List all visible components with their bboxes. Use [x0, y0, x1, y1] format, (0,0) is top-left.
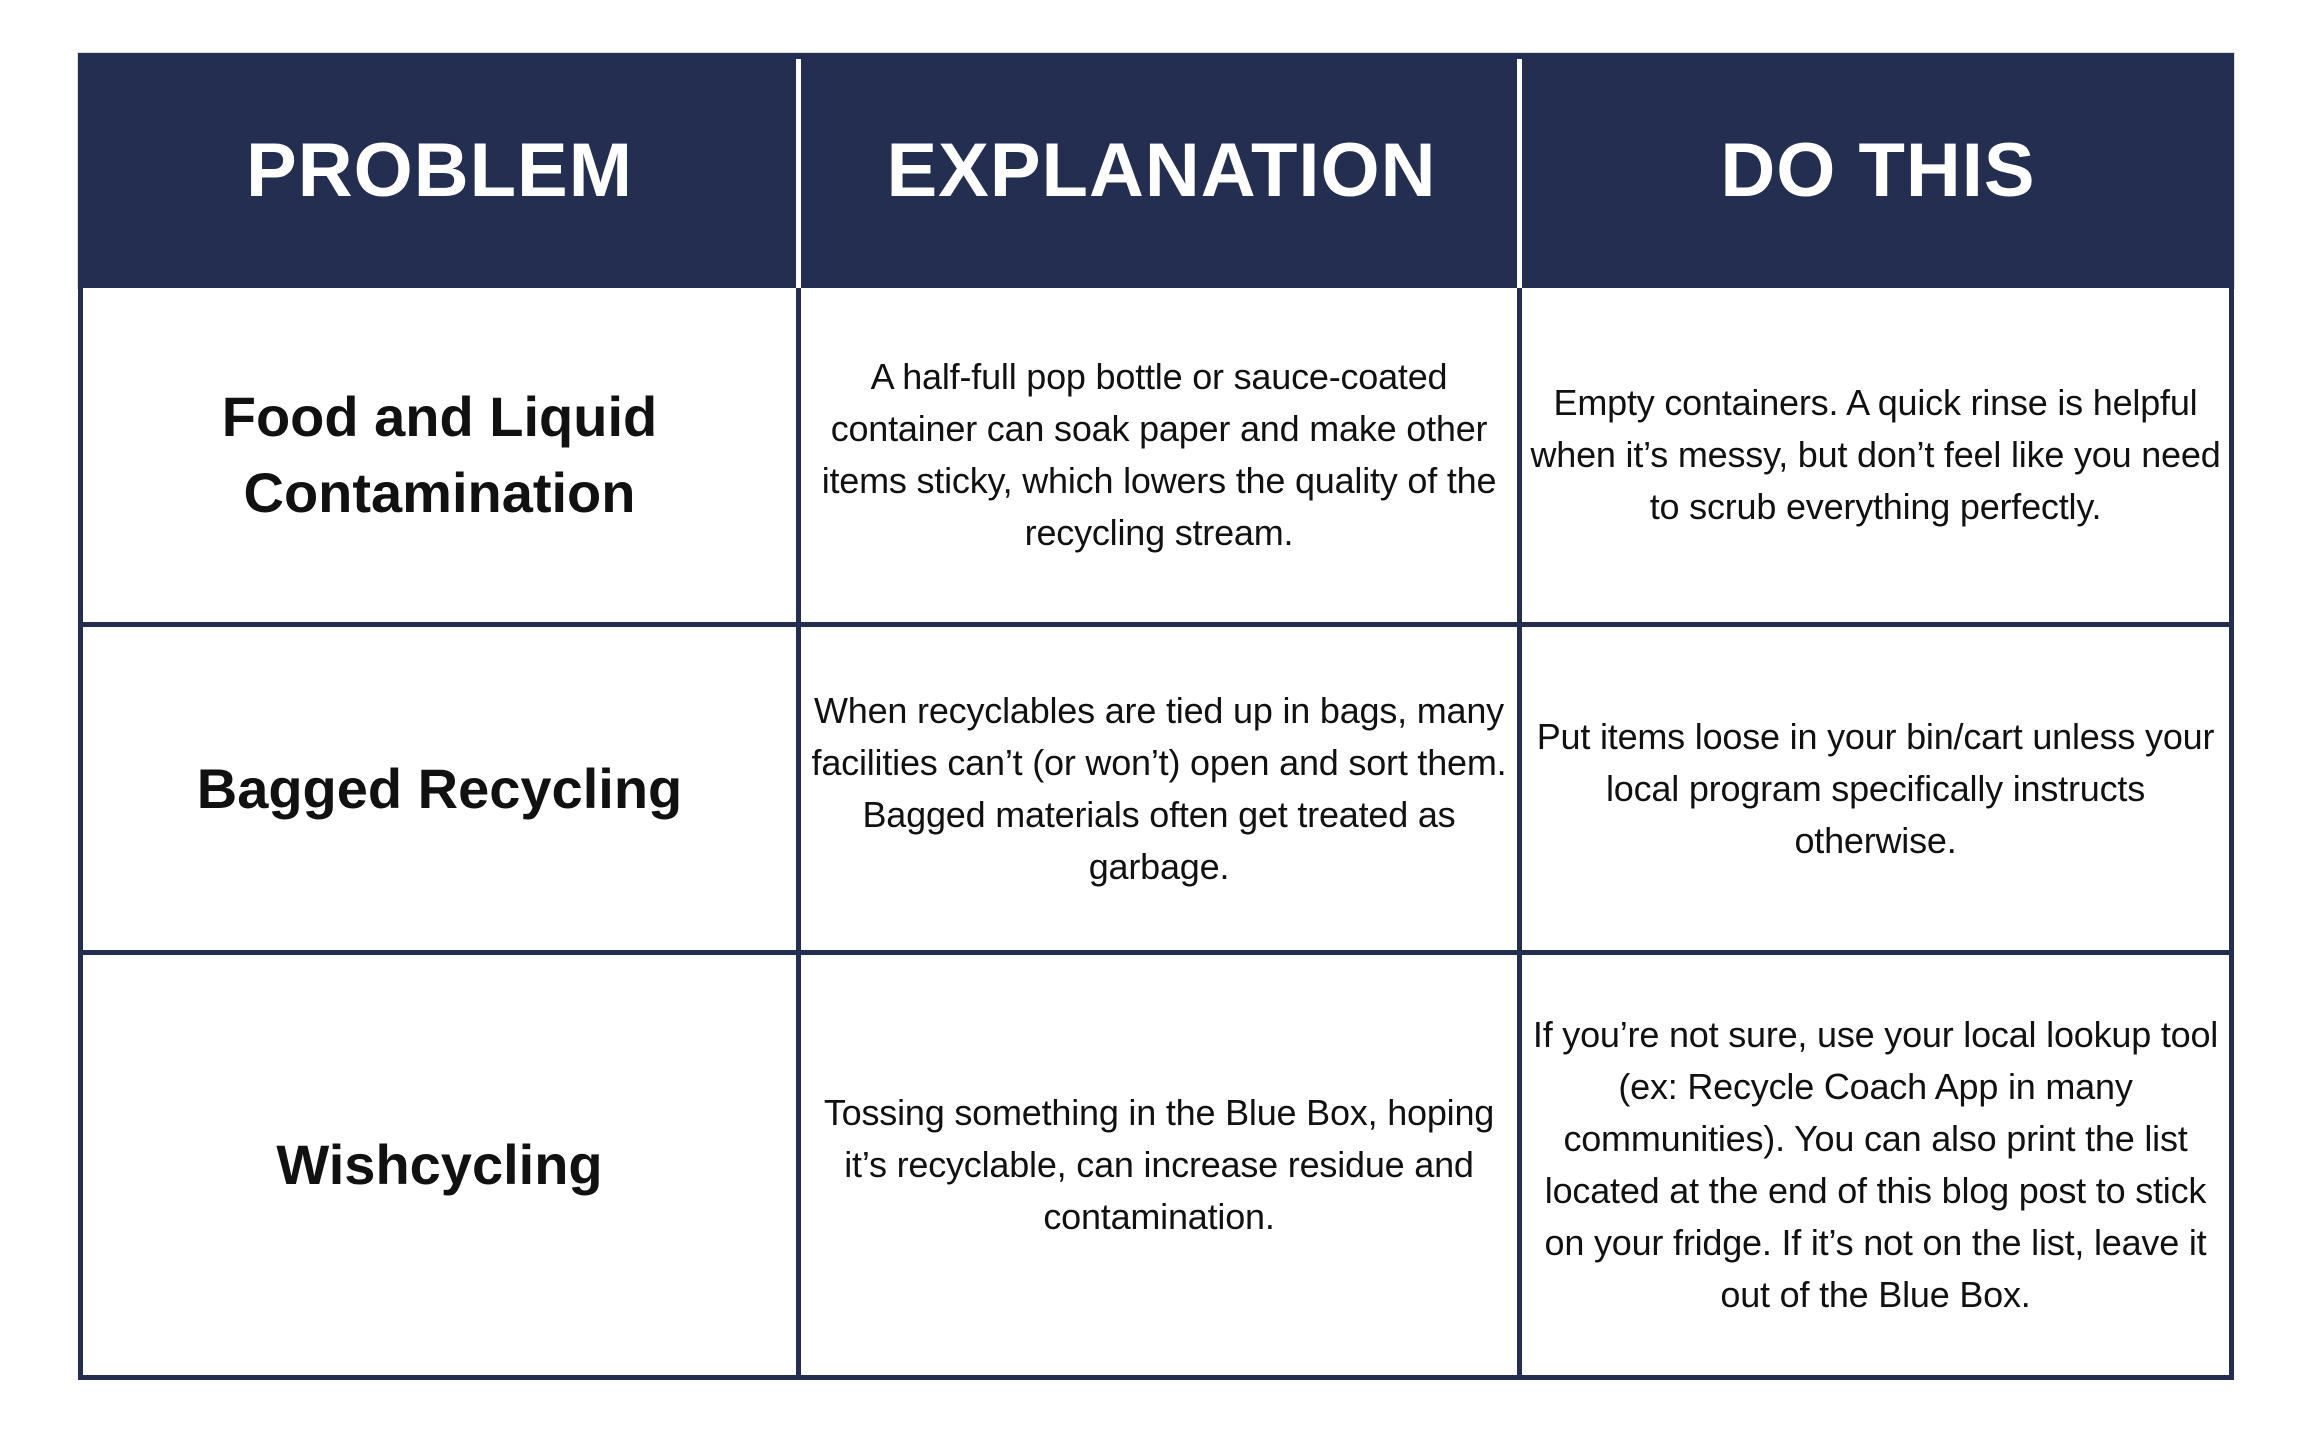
- header-label-problem: PROBLEM: [246, 128, 633, 213]
- table-row-cell-problem: Bagged Recycling: [83, 627, 801, 955]
- problem-label: Wishcycling: [276, 1133, 603, 1196]
- table-header-row: PROBLEM EXPLANATION DO THIS: [78, 53, 2234, 288]
- explanation-text: A half-full pop bottle or sauce-coated c…: [821, 356, 1497, 553]
- header-column-divider: [1517, 59, 1522, 288]
- table-row-cell-explanation: Tossing something in the Blue Box, hopin…: [801, 955, 1522, 1375]
- table-row-cell-explanation: A half-full pop bottle or sauce-coated c…: [801, 288, 1522, 627]
- header-cell-explanation: EXPLANATION: [801, 53, 1522, 288]
- table-row-cell-problem: Food and Liquid Contamination: [83, 288, 801, 627]
- explanation-text: When recyclables are tied up in bags, ma…: [811, 689, 1507, 887]
- problem-label: Food and Liquid Contamination: [221, 385, 658, 524]
- table-body: Food and Liquid Contamination A half-ful…: [78, 288, 2234, 1380]
- do-this-text: If you’re not sure, use your local looku…: [1532, 1014, 2219, 1315]
- header-cell-do-this: DO THIS: [1522, 53, 2234, 288]
- do-this-text: Empty containers. A quick rinse is helpf…: [1530, 382, 2221, 527]
- do-this-text: Put items loose in your bin/cart unless …: [1536, 715, 2215, 861]
- header-label-explanation: EXPLANATION: [886, 128, 1437, 213]
- header-label-do-this: DO THIS: [1720, 128, 2036, 213]
- table-row-cell-explanation: When recyclables are tied up in bags, ma…: [801, 627, 1522, 955]
- recycling-problems-table: PROBLEM EXPLANATION DO THIS Food and Liq…: [78, 53, 2234, 1380]
- table-row-cell-do-this: Empty containers. A quick rinse is helpf…: [1522, 288, 2229, 627]
- table-row-cell-problem: Wishcycling: [83, 955, 801, 1375]
- explanation-text: Tossing something in the Blue Box, hopin…: [823, 1092, 1495, 1237]
- header-column-divider: [796, 59, 801, 288]
- header-cell-problem: PROBLEM: [78, 53, 801, 288]
- problem-label: Bagged Recycling: [196, 756, 683, 820]
- table-row-cell-do-this: Put items loose in your bin/cart unless …: [1522, 627, 2229, 955]
- table-row-cell-do-this: If you’re not sure, use your local looku…: [1522, 955, 2229, 1375]
